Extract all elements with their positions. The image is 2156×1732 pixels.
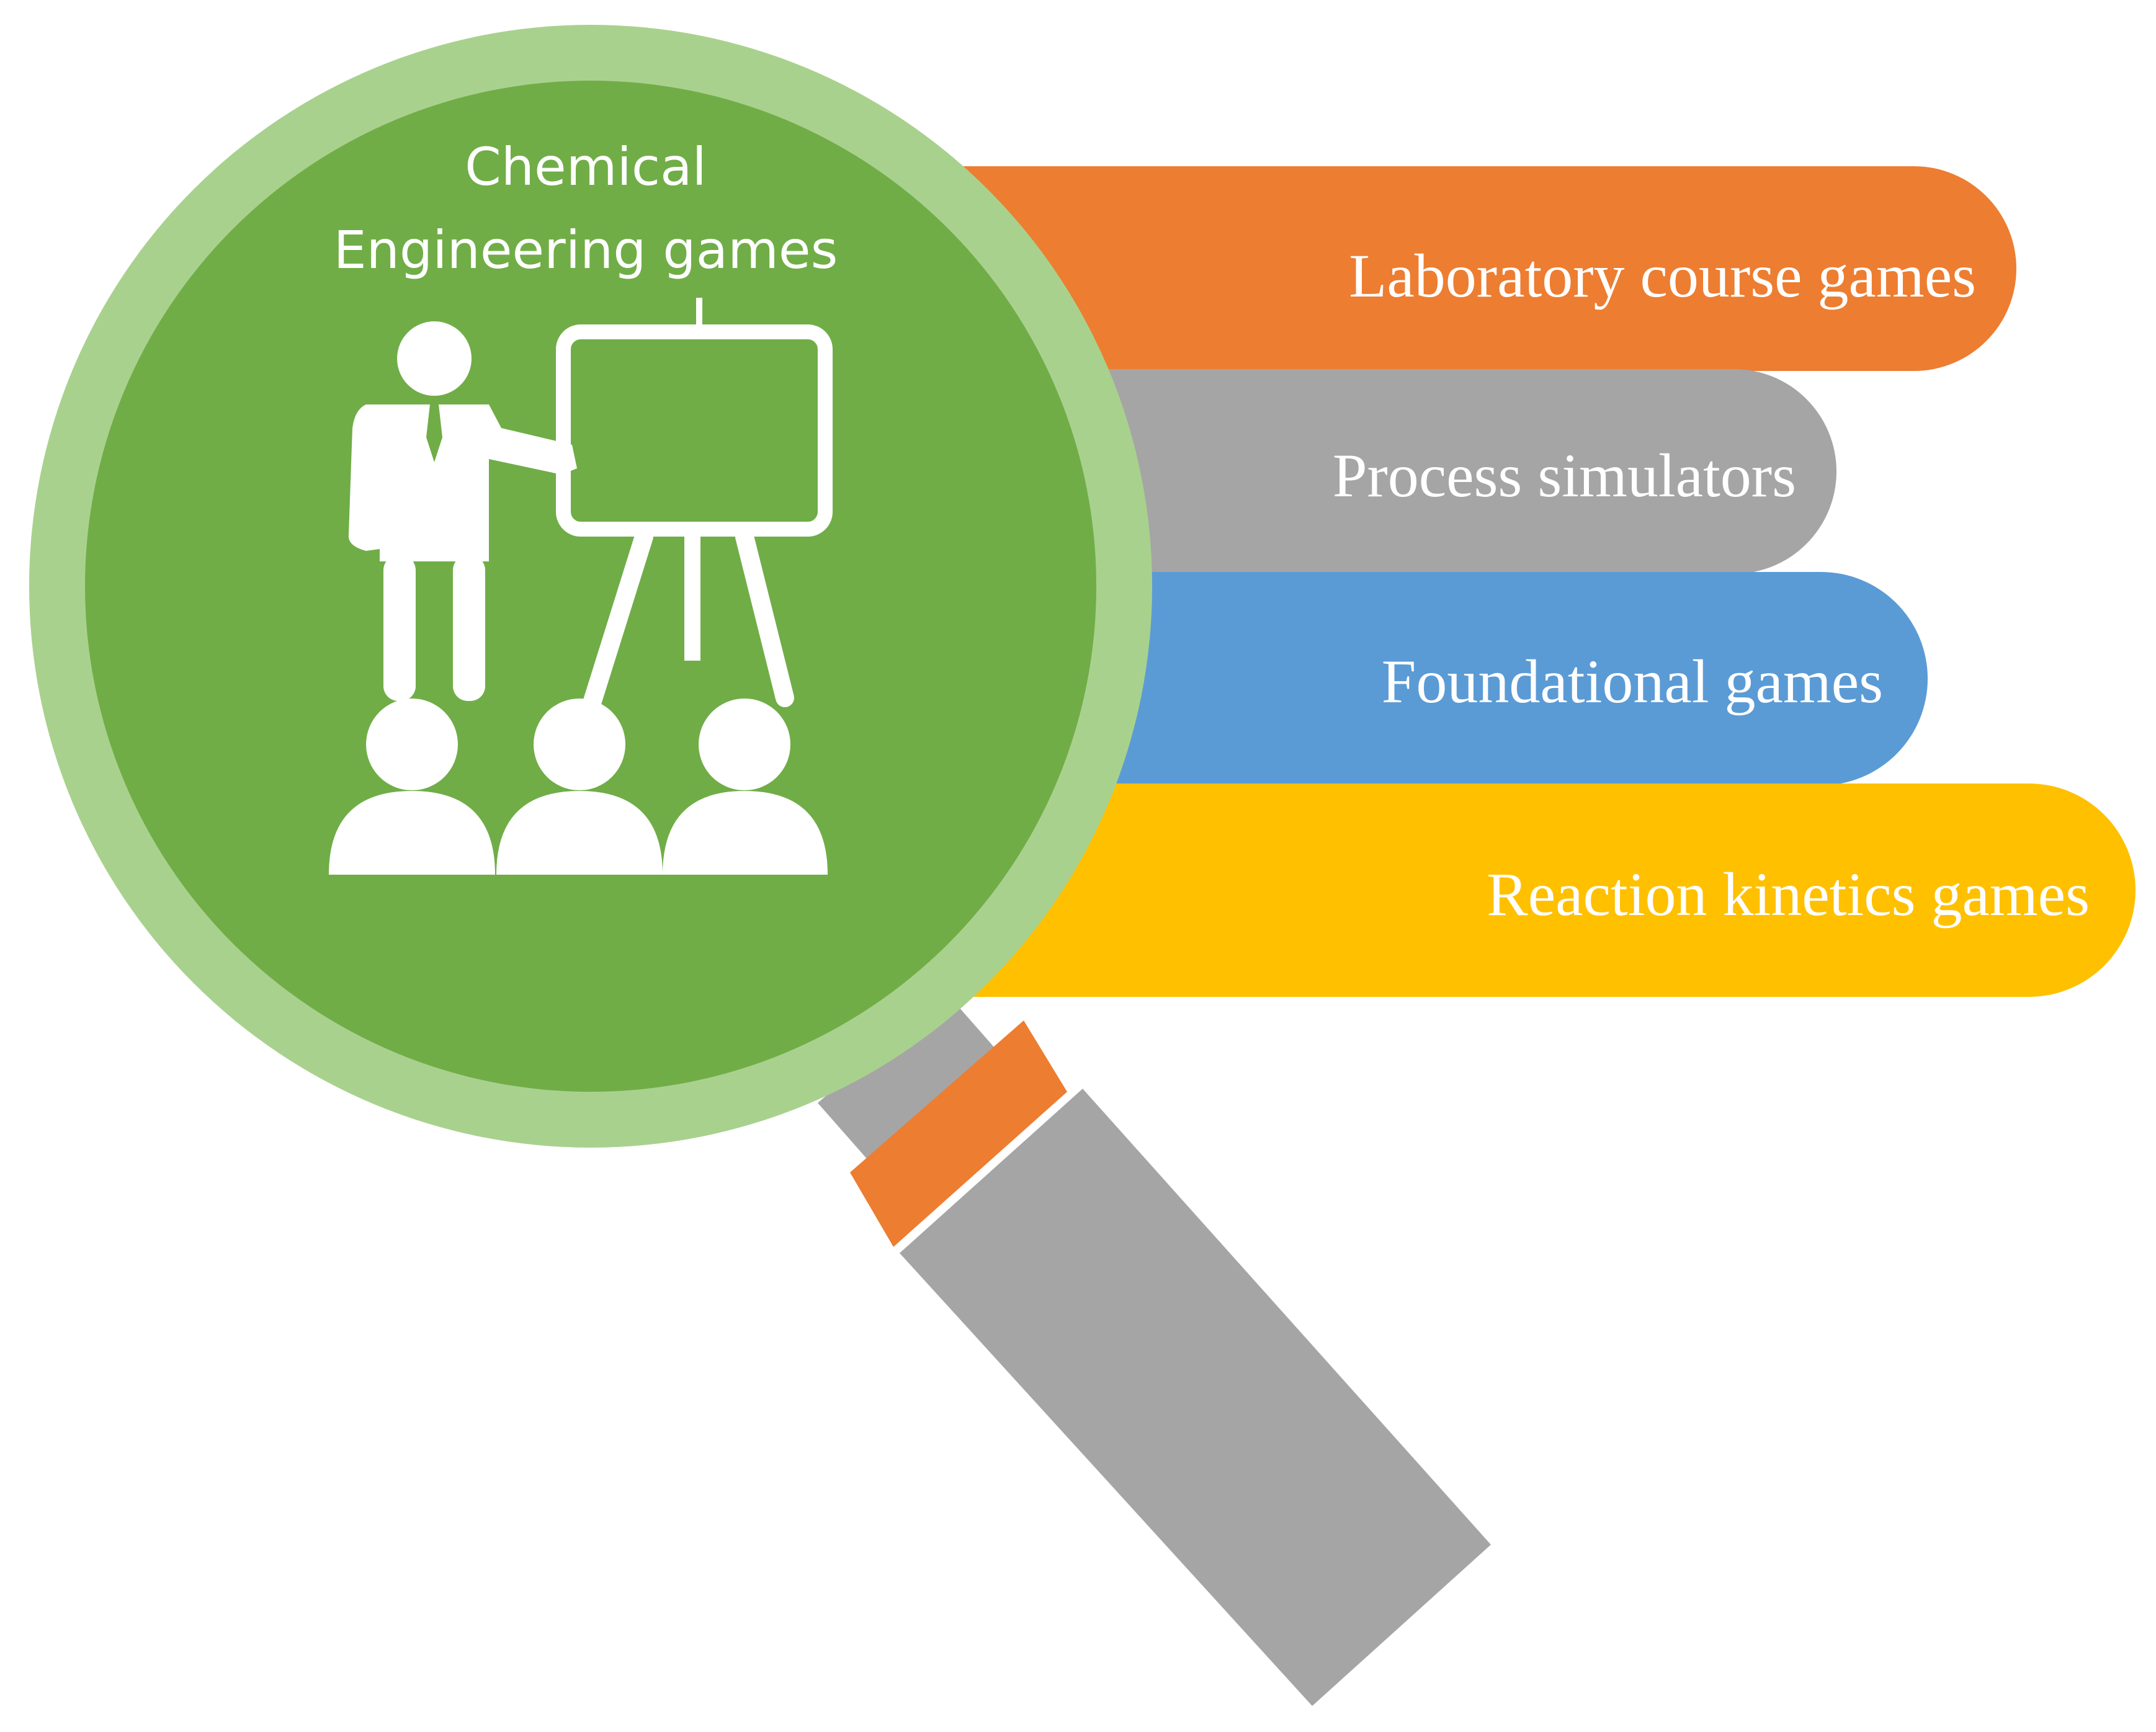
audience-head-1 bbox=[366, 699, 458, 790]
board-frame bbox=[556, 324, 833, 537]
board-mast bbox=[684, 530, 700, 661]
bar-shape bbox=[968, 783, 2136, 997]
category-bar-process-simulators: Process simulators bbox=[1055, 369, 1836, 574]
bar-label: Foundational games bbox=[1382, 647, 1883, 716]
title-line-2: Engineering games bbox=[334, 220, 838, 280]
handle-collar bbox=[850, 1020, 1067, 1247]
presenter-tie bbox=[426, 404, 442, 462]
handle-neck bbox=[818, 991, 1036, 1207]
bar-shape bbox=[955, 166, 2016, 371]
bar-label: Process simulators bbox=[1333, 441, 1796, 510]
audience-body-1 bbox=[329, 791, 495, 875]
category-bar-reaction-kinetics-games: Reaction kinetics games bbox=[968, 783, 2136, 997]
bar-shape bbox=[1086, 572, 1928, 785]
audience-head-2 bbox=[534, 699, 625, 790]
title-line-1: Chemical bbox=[465, 136, 707, 197]
category-bar-foundational-games: Foundational games bbox=[1086, 572, 1928, 785]
audience-body-3 bbox=[663, 791, 828, 875]
audience bbox=[329, 699, 828, 875]
handle-grip bbox=[900, 1089, 1491, 1706]
magnifier-handle bbox=[818, 991, 1491, 1706]
board bbox=[696, 298, 702, 329]
presenter-arm-left bbox=[348, 404, 380, 551]
category-bars: Laboratory course games Process simulato… bbox=[955, 166, 2136, 997]
bar-label: Reaction kinetics games bbox=[1487, 860, 2090, 929]
board-leg-left bbox=[583, 527, 653, 710]
audience-head-3 bbox=[699, 699, 790, 790]
presenter-with-audience-icon bbox=[329, 298, 833, 875]
lens-title: Chemical Engineering games bbox=[334, 136, 838, 280]
board-leg-right bbox=[735, 527, 794, 707]
audience-body-2 bbox=[496, 791, 663, 875]
category-bar-laboratory-course-games: Laboratory course games bbox=[955, 166, 2016, 371]
presenter-leg-left bbox=[383, 555, 416, 701]
bar-shape bbox=[1055, 369, 1836, 574]
presenter-leg-right bbox=[453, 555, 485, 701]
bar-label: Laboratory course games bbox=[1349, 241, 1976, 310]
presenter-head bbox=[397, 321, 472, 396]
